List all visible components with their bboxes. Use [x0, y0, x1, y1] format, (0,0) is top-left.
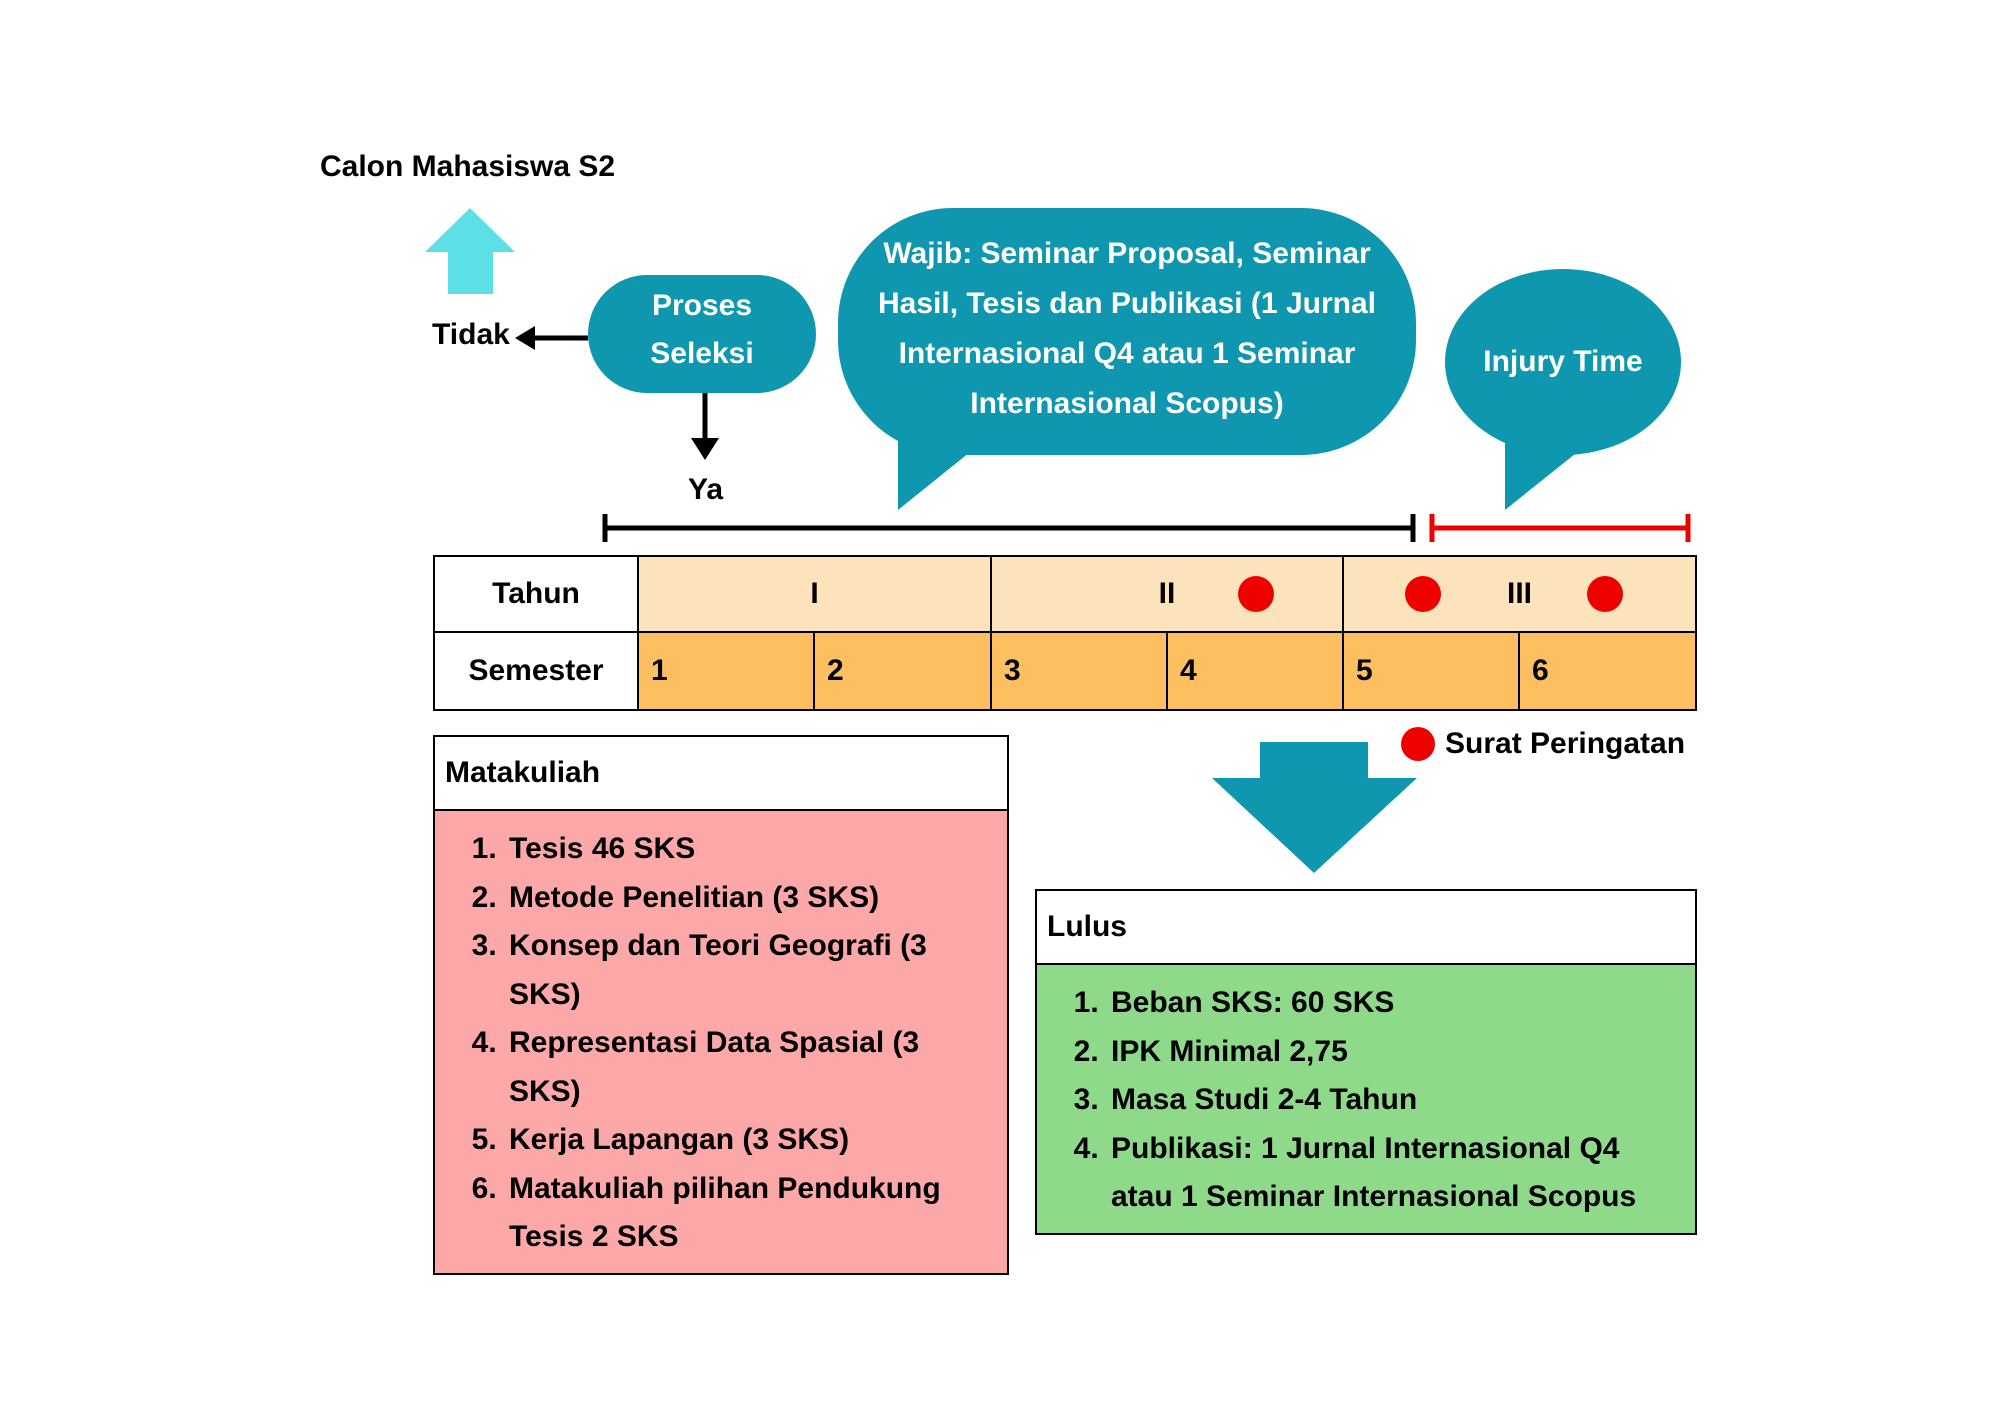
legend-warning-label: Surat Peringatan: [1445, 727, 1686, 760]
list-item: Tesis 46 SKS: [505, 825, 987, 874]
list-item-line: SKS): [509, 1074, 581, 1108]
list-item: Konsep dan Teori Geografi (3 SKS): [505, 922, 987, 1019]
requirements-text-line: Internasional Scopus): [970, 387, 1284, 420]
warning-dot: [1238, 576, 1274, 612]
selection-text: Proses Seleksi: [588, 282, 816, 378]
selection-bubble: [588, 275, 816, 393]
semester-header: Semester: [433, 631, 639, 711]
selection-text-line: Seleksi: [650, 337, 754, 370]
semester-cell: 2: [813, 631, 992, 711]
list-item: Beban SKS: 60 SKS: [1107, 979, 1675, 1028]
requirements-text-line: Internasional Q4 atau 1 Seminar: [898, 337, 1356, 370]
candidate-label: Calon Mahasiswa S2: [320, 150, 616, 183]
list-item: Metode Penelitian (3 SKS): [505, 874, 987, 923]
list-item-line: Konsep dan Teori Geografi (3: [509, 929, 927, 962]
list-item-line: Tesis 2 SKS: [509, 1220, 679, 1253]
list-item: Publikasi: 1 Jurnal Internasional Q4 atau…: [1107, 1125, 1675, 1222]
study-timeline: [602, 514, 1416, 542]
year-header: Tahun: [433, 555, 639, 633]
courses-title: Matakuliah: [435, 737, 1007, 811]
list-item-line: Masa Studi 2-4 Tahun: [1111, 1083, 1418, 1116]
injury-timeline: [1429, 514, 1691, 542]
requirements-text-line: Hasil, Tesis dan Publikasi (1 Jurnal: [878, 287, 1376, 320]
year-cell: II: [990, 555, 1344, 633]
graduate-box: Lulus Beban SKS: 60 SKS IPK Minimal 2,75…: [1035, 889, 1697, 1235]
injury-text: Injury Time: [1483, 345, 1643, 378]
requirements-text-line: Wajib: Seminar Proposal, Seminar: [883, 237, 1371, 270]
injury-bubble: [1445, 269, 1681, 510]
courses-list: Tesis 46 SKS Metode Penelitian (3 SKS) K…: [435, 811, 1007, 1262]
list-item-line: Metode Penelitian (3 SKS): [509, 880, 880, 914]
yes-arrow-head-icon: [691, 438, 719, 460]
list-item: IPK Minimal 2,75: [1107, 1028, 1675, 1077]
semester-cell: 4: [1166, 631, 1344, 711]
list-item-line: IPK Minimal 2,75: [1111, 1034, 1348, 1068]
no-arrow-head-icon: [515, 326, 535, 350]
warning-dot: [1587, 576, 1623, 612]
courses-box: Matakuliah Tesis 46 SKS Metode Penelitia…: [433, 735, 1009, 1275]
warning-dot: [1405, 576, 1441, 612]
year-cell: III: [1342, 555, 1697, 633]
list-item-line: Publikasi: 1 Jurnal Internasional Q4: [1111, 1131, 1620, 1165]
legend-warning-dot: [1401, 727, 1435, 761]
semester-cell: 1: [637, 631, 815, 711]
requirements-text: Wajib: Seminar Proposal, Seminar Hasil, …: [838, 229, 1416, 429]
yes-label: Ya: [688, 473, 724, 506]
list-item: Kerja Lapangan (3 SKS): [505, 1116, 987, 1165]
up-arrow-icon: [425, 208, 515, 294]
graduate-title: Lulus: [1037, 891, 1695, 965]
semester-cell: 5: [1342, 631, 1520, 711]
list-item-line: atau 1 Seminar Internasional Scopus: [1111, 1180, 1637, 1213]
list-item: Representasi Data Spasial (3 SKS): [505, 1019, 987, 1116]
year-cell: I: [637, 555, 992, 633]
semester-cell: 3: [990, 631, 1168, 711]
semester-cell: 6: [1518, 631, 1697, 711]
list-item-line: SKS): [509, 977, 581, 1011]
list-item-line: Beban SKS: 60 SKS: [1111, 986, 1395, 1019]
requirements-bubble: [838, 208, 1416, 510]
list-item-line: Kerja Lapangan (3 SKS): [509, 1123, 850, 1156]
list-item: Masa Studi 2-4 Tahun: [1107, 1076, 1675, 1125]
down-arrow-icon: [1212, 742, 1417, 873]
list-item-line: Matakuliah pilihan Pendukung: [509, 1171, 941, 1205]
list-item-line: Tesis 46 SKS: [509, 832, 696, 865]
no-label: Tidak: [432, 318, 510, 351]
selection-text-line: Proses: [651, 289, 753, 322]
list-item-line: Representasi Data Spasial (3: [509, 1026, 920, 1059]
graduate-list: Beban SKS: 60 SKS IPK Minimal 2,75 Masa …: [1037, 965, 1695, 1222]
